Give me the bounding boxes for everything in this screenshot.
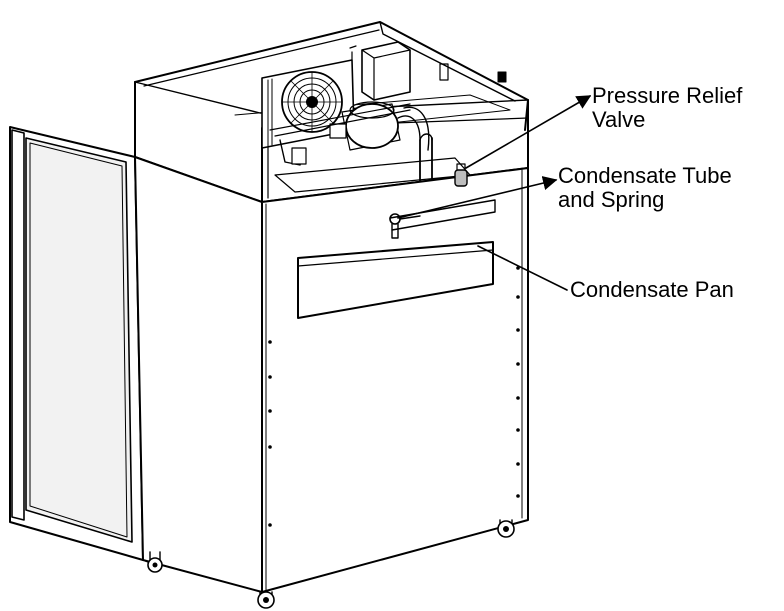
electrical-box bbox=[349, 41, 411, 101]
label-line: Valve bbox=[592, 107, 646, 132]
label-line: Condensate Pan bbox=[570, 277, 734, 302]
caster-front-right bbox=[257, 591, 275, 609]
cabinet-body bbox=[134, 156, 529, 593]
label-pressure-relief-valve: Pressure Relief Valve bbox=[592, 84, 742, 132]
open-door bbox=[9, 126, 149, 563]
label-condensate-tube-and-spring: Condensate Tube and Spring bbox=[558, 164, 732, 212]
caster-rear-right bbox=[497, 519, 515, 538]
door-glass-panel bbox=[25, 137, 133, 543]
label-condensate-pan: Condensate Pan bbox=[570, 278, 734, 302]
pressure-relief-valve-icon bbox=[454, 163, 468, 187]
leader-pressure-relief-valve bbox=[465, 95, 592, 169]
label-line: and Spring bbox=[558, 187, 665, 212]
label-line: Pressure Relief bbox=[592, 83, 743, 108]
condensate-pan bbox=[297, 199, 496, 319]
caster-front-left bbox=[147, 551, 163, 573]
leader-condensate-tube bbox=[397, 176, 558, 219]
leader-condensate-pan bbox=[477, 245, 568, 291]
label-line: Condensate Tube bbox=[558, 163, 732, 188]
caster-wheels bbox=[147, 519, 515, 609]
refrigerant-lines bbox=[269, 63, 507, 166]
